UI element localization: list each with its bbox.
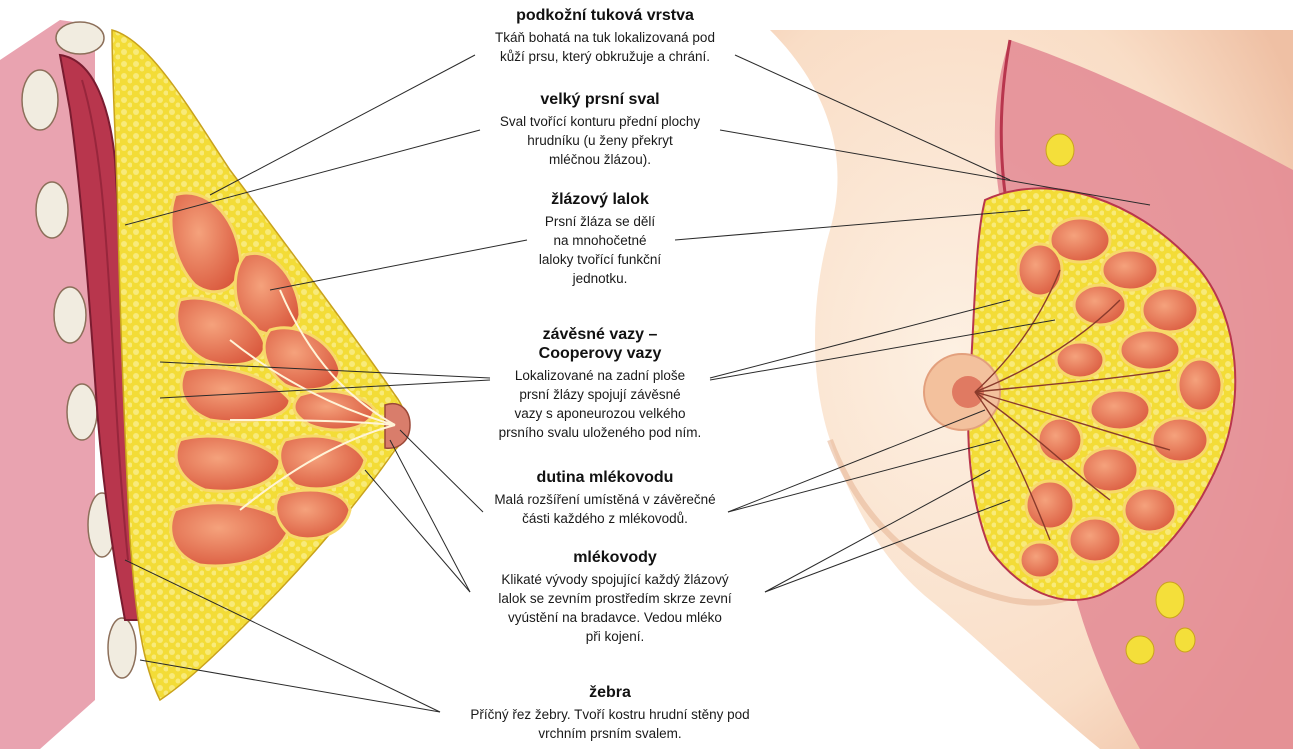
- label-ribs: žebra Příčný řez žebry. Tvoří kostru hru…: [430, 683, 790, 743]
- label-title: žlázový lalok: [490, 190, 710, 209]
- label-title: žebra: [430, 683, 790, 702]
- label-text: Klikaté vývody spojující každý žlázový l…: [455, 570, 775, 646]
- label-duct-sinus: dutina mlékovodu Malá rozšíření umístěná…: [460, 468, 750, 528]
- label-text: Tkáň bohatá na tuk lokalizovaná pod kůží…: [460, 28, 750, 66]
- subcutaneous-fat: [112, 30, 406, 700]
- label-gland-lobe: žlázový lalok Prsní žláza se dělí na mno…: [490, 190, 710, 288]
- label-text: Lokalizované na zadní ploše prsní žlázy …: [460, 366, 740, 442]
- label-title: mlékovody: [455, 548, 775, 567]
- label-title: závěsné vazy – Cooperovy vazy: [460, 325, 740, 363]
- label-text: Sval tvořící konturu přední plochy hrudn…: [460, 112, 740, 169]
- label-title: podkožní tuková vrstva: [460, 6, 750, 25]
- label-text: Malá rozšíření umístěná v závěrečné část…: [460, 490, 750, 528]
- label-title: dutina mlékovodu: [460, 468, 750, 487]
- label-cooper-ligaments: závěsné vazy – Cooperovy vazy Lokalizova…: [460, 325, 740, 442]
- label-text: Prsní žláza se dělí na mnohočetné laloky…: [490, 212, 710, 288]
- label-pectoral-muscle: velký prsní sval Sval tvořící konturu př…: [460, 90, 740, 169]
- label-milk-ducts: mlékovody Klikaté vývody spojující každý…: [455, 548, 775, 646]
- label-text: Příčný řez žebry. Tvoří kostru hrudní st…: [430, 705, 790, 743]
- label-title: velký prsní sval: [460, 90, 740, 109]
- frontal-view: [770, 30, 1293, 749]
- sagittal-section: [0, 20, 410, 749]
- label-subcutaneous-fat: podkožní tuková vrstva Tkáň bohatá na tu…: [460, 6, 750, 66]
